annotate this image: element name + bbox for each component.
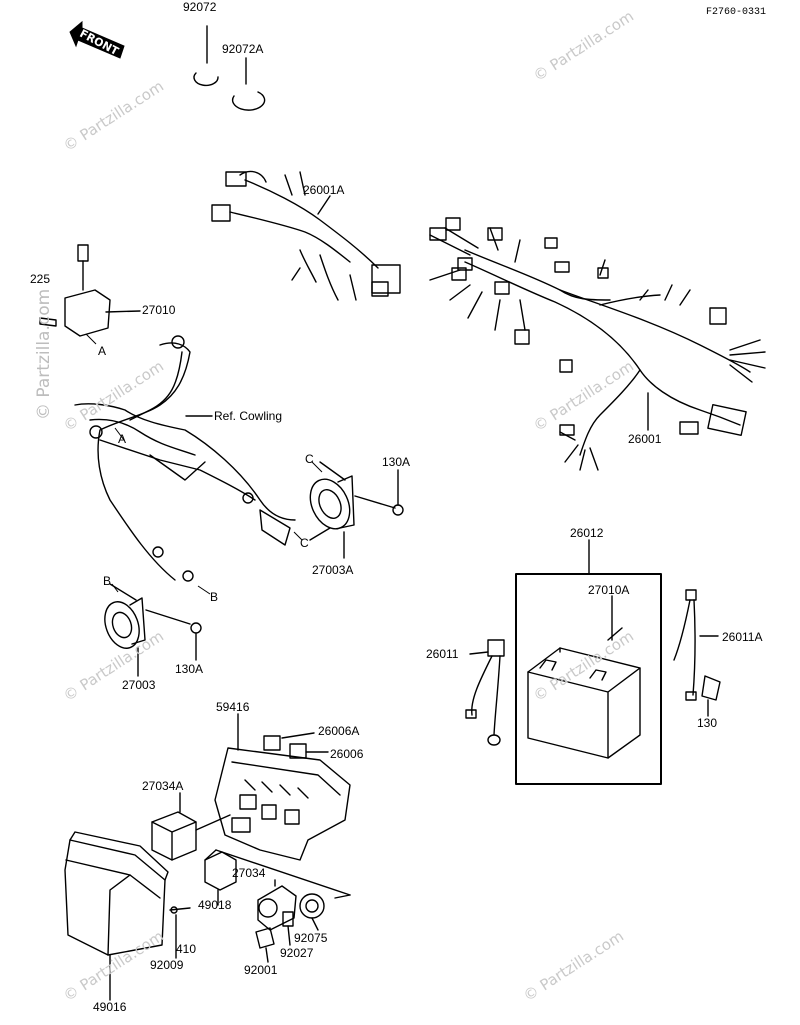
front-arrow-icon: FRONT	[68, 20, 128, 60]
grommet-92075	[299, 893, 325, 931]
callout-b-2: B	[210, 590, 219, 604]
battery-lead-26011a	[673, 589, 721, 717]
relay-27034a	[151, 792, 231, 861]
part-label-92001: 92001	[244, 963, 278, 977]
part-label-26001: 26001	[628, 432, 662, 446]
callout-b-1: B	[103, 574, 112, 588]
part-label-26011: 26011	[426, 647, 459, 661]
flasher-27034	[257, 879, 297, 931]
part-label-92072: 92072	[183, 0, 217, 14]
part-label-225: 225	[30, 272, 51, 286]
leader-group-3	[334, 894, 351, 899]
part-label-27034a: 27034A	[142, 779, 184, 793]
watermark-vertical: © Partzilla.com	[34, 288, 54, 420]
part-label-26012: 26012	[570, 526, 604, 540]
part-label-410: 410	[176, 942, 197, 956]
part-label-92075: 92075	[294, 931, 328, 945]
circlip-92072	[193, 25, 219, 87]
part-label-27003a: 27003A	[312, 563, 354, 577]
part-label-26006a: 26006A	[318, 724, 360, 738]
part-label-26001a: 26001A	[303, 183, 345, 197]
part-label-27010: 27010	[142, 303, 176, 317]
leader-group-2	[204, 849, 217, 861]
part-label-49018: 49018	[198, 898, 232, 912]
neutral-switch-27010	[39, 244, 141, 337]
part-label-92009: 92009	[150, 958, 184, 972]
spacer-92027	[282, 911, 294, 946]
junction-box-59416	[214, 713, 351, 861]
part-label-92027: 92027	[280, 946, 314, 960]
diagram-code: F2760-0331	[706, 7, 767, 18]
part-label-130a-2: 130A	[175, 662, 204, 676]
part-label-27003: 27003	[122, 678, 156, 692]
part-label-130: 130	[697, 716, 718, 730]
part-label-49016: 49016	[93, 1000, 127, 1014]
horn-27003	[104, 583, 202, 677]
part-label-ref-cowling: Ref. Cowling	[214, 409, 283, 423]
screw-92009	[169, 906, 191, 959]
callout-c-1: C	[305, 452, 314, 466]
circlip-92072a	[231, 57, 266, 111]
callout-c-2: C	[300, 536, 309, 550]
part-label-27010a: 27010A	[588, 583, 630, 597]
ecu-49016	[64, 831, 169, 1001]
battery-lead-26011	[465, 639, 505, 746]
part-label-27034: 27034	[232, 866, 266, 880]
harness-26001	[429, 217, 766, 471]
harness-26001a	[211, 170, 401, 301]
bolt-92001	[255, 927, 275, 963]
callout-a-1: A	[98, 344, 107, 358]
cowling-bracket	[74, 335, 296, 582]
part-label-130a-1: 130A	[382, 455, 411, 469]
part-label-92072a: 92072A	[222, 42, 264, 56]
horn-27003a	[309, 461, 404, 559]
leader-group	[215, 849, 351, 896]
part-label-59416: 59416	[216, 700, 250, 714]
callout-a-2: A	[118, 432, 127, 446]
battery-26012	[515, 539, 662, 785]
part-label-26006: 26006	[330, 747, 364, 761]
part-label-26011a: 26011A	[722, 630, 763, 644]
